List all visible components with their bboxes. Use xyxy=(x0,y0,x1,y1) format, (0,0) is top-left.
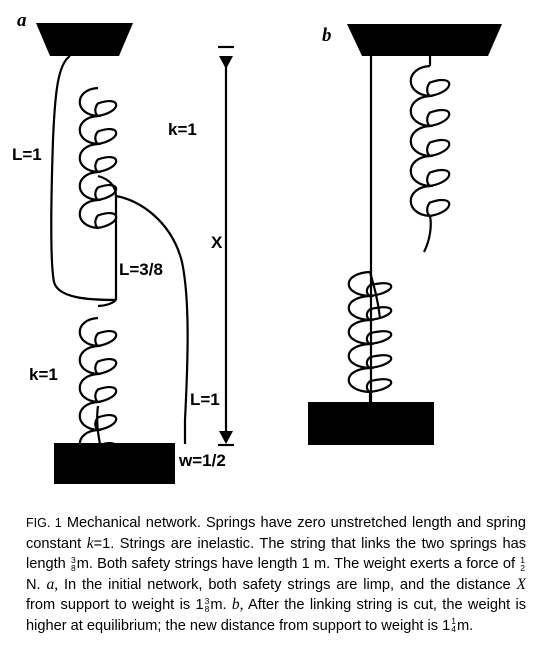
panel-a-label: a xyxy=(17,10,27,31)
panel-a-right-string-length-label: L=1 xyxy=(190,390,220,409)
panel-b-label: b xyxy=(322,25,332,46)
panel-a-distance-arrowhead-top xyxy=(219,56,233,69)
panel-a-bottom-spring-k-label: k=1 xyxy=(29,365,58,384)
caption-text2: m. Both safety strings have length 1 m. … xyxy=(76,556,516,572)
panel-a-link-string-length-label: L=3/8 xyxy=(119,260,163,279)
caption-text4: In the initial network, both safety stri… xyxy=(63,576,511,593)
caption-text7: After the linking string is cut, the wei… xyxy=(26,597,526,634)
caption-text5: from support to weight is 1 xyxy=(26,597,204,613)
panel-b-bottom-spring xyxy=(347,270,393,394)
caption-text6: m. xyxy=(210,597,227,613)
panel-b-top-support xyxy=(347,24,502,56)
panel-a-top-spring xyxy=(78,86,118,230)
panel-a-top-spring-k-label: k=1 xyxy=(168,120,197,139)
mechanical-network-figure: a k=1 L=1 X L=3/8 k=1 L=1 w=1/2 b xyxy=(12,10,502,484)
panel-b-cut-string-lower xyxy=(368,271,382,319)
caption-a-marker: a, xyxy=(46,575,59,593)
caption-b-marker: b, xyxy=(231,596,244,613)
panel-a-distance-label: X xyxy=(211,233,223,252)
panel-b-cut-string-upper xyxy=(423,215,432,253)
panel-a-weight-label: w=1/2 xyxy=(178,451,226,470)
panel-a-top-support xyxy=(36,23,133,56)
caption-k-symbol: k xyxy=(86,534,94,552)
panel-a-right-safety-string xyxy=(115,194,189,444)
figure-caption: FIG. 1 Mechanical network. Springs have … xyxy=(26,513,526,636)
panel-a-distance-arrowhead-bottom xyxy=(219,431,233,444)
caption-k-value: =1. Strings are inelastic. The string th… xyxy=(26,535,526,573)
caption-x-symbol: X xyxy=(516,575,526,593)
caption-figure-number: FIG. 1 xyxy=(26,516,62,530)
panel-a-left-string-length-label: L=1 xyxy=(12,145,42,164)
caption-text8: m. xyxy=(457,617,474,634)
panel-a-weight xyxy=(54,443,175,484)
caption-lead: Mechanical network. Springs have zero un… xyxy=(26,515,526,552)
panel-a-bottom-spring-lead xyxy=(97,299,117,308)
panel-a-top-spring-tail xyxy=(97,174,118,198)
panel-b-top-spring xyxy=(409,64,451,218)
panel-b-weight xyxy=(308,402,434,445)
panel-a-left-safety-string xyxy=(50,55,117,302)
panel-a-bottom-spring-tail xyxy=(96,405,102,445)
caption-text3: N. xyxy=(26,576,41,593)
